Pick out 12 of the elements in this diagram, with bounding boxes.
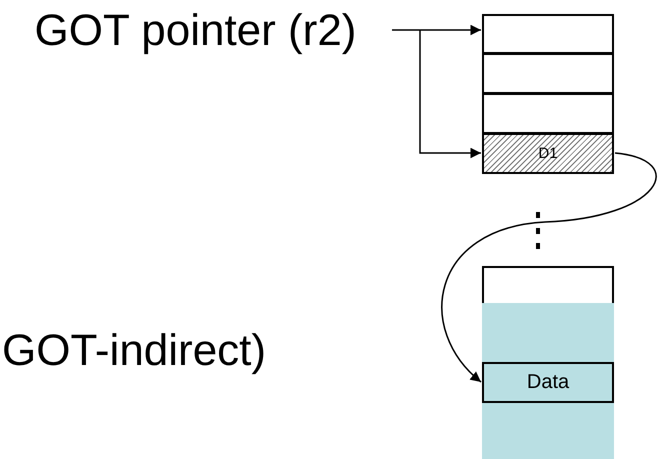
arrow: [419, 30, 481, 158]
pointer-label: GOT pointer (r2): [18, 6, 373, 56]
arrow: [441, 152, 656, 383]
cell-text: D1: [538, 145, 558, 162]
hatched-cell: [482, 133, 614, 174]
data-cell: [482, 362, 614, 403]
table-cell: [482, 14, 614, 54]
memory-region: [482, 303, 614, 459]
caption-text: GOT-indirect): [2, 326, 266, 376]
arrow: [392, 24, 481, 36]
table-cell: [482, 53, 614, 94]
cell-text: Data: [526, 371, 570, 394]
